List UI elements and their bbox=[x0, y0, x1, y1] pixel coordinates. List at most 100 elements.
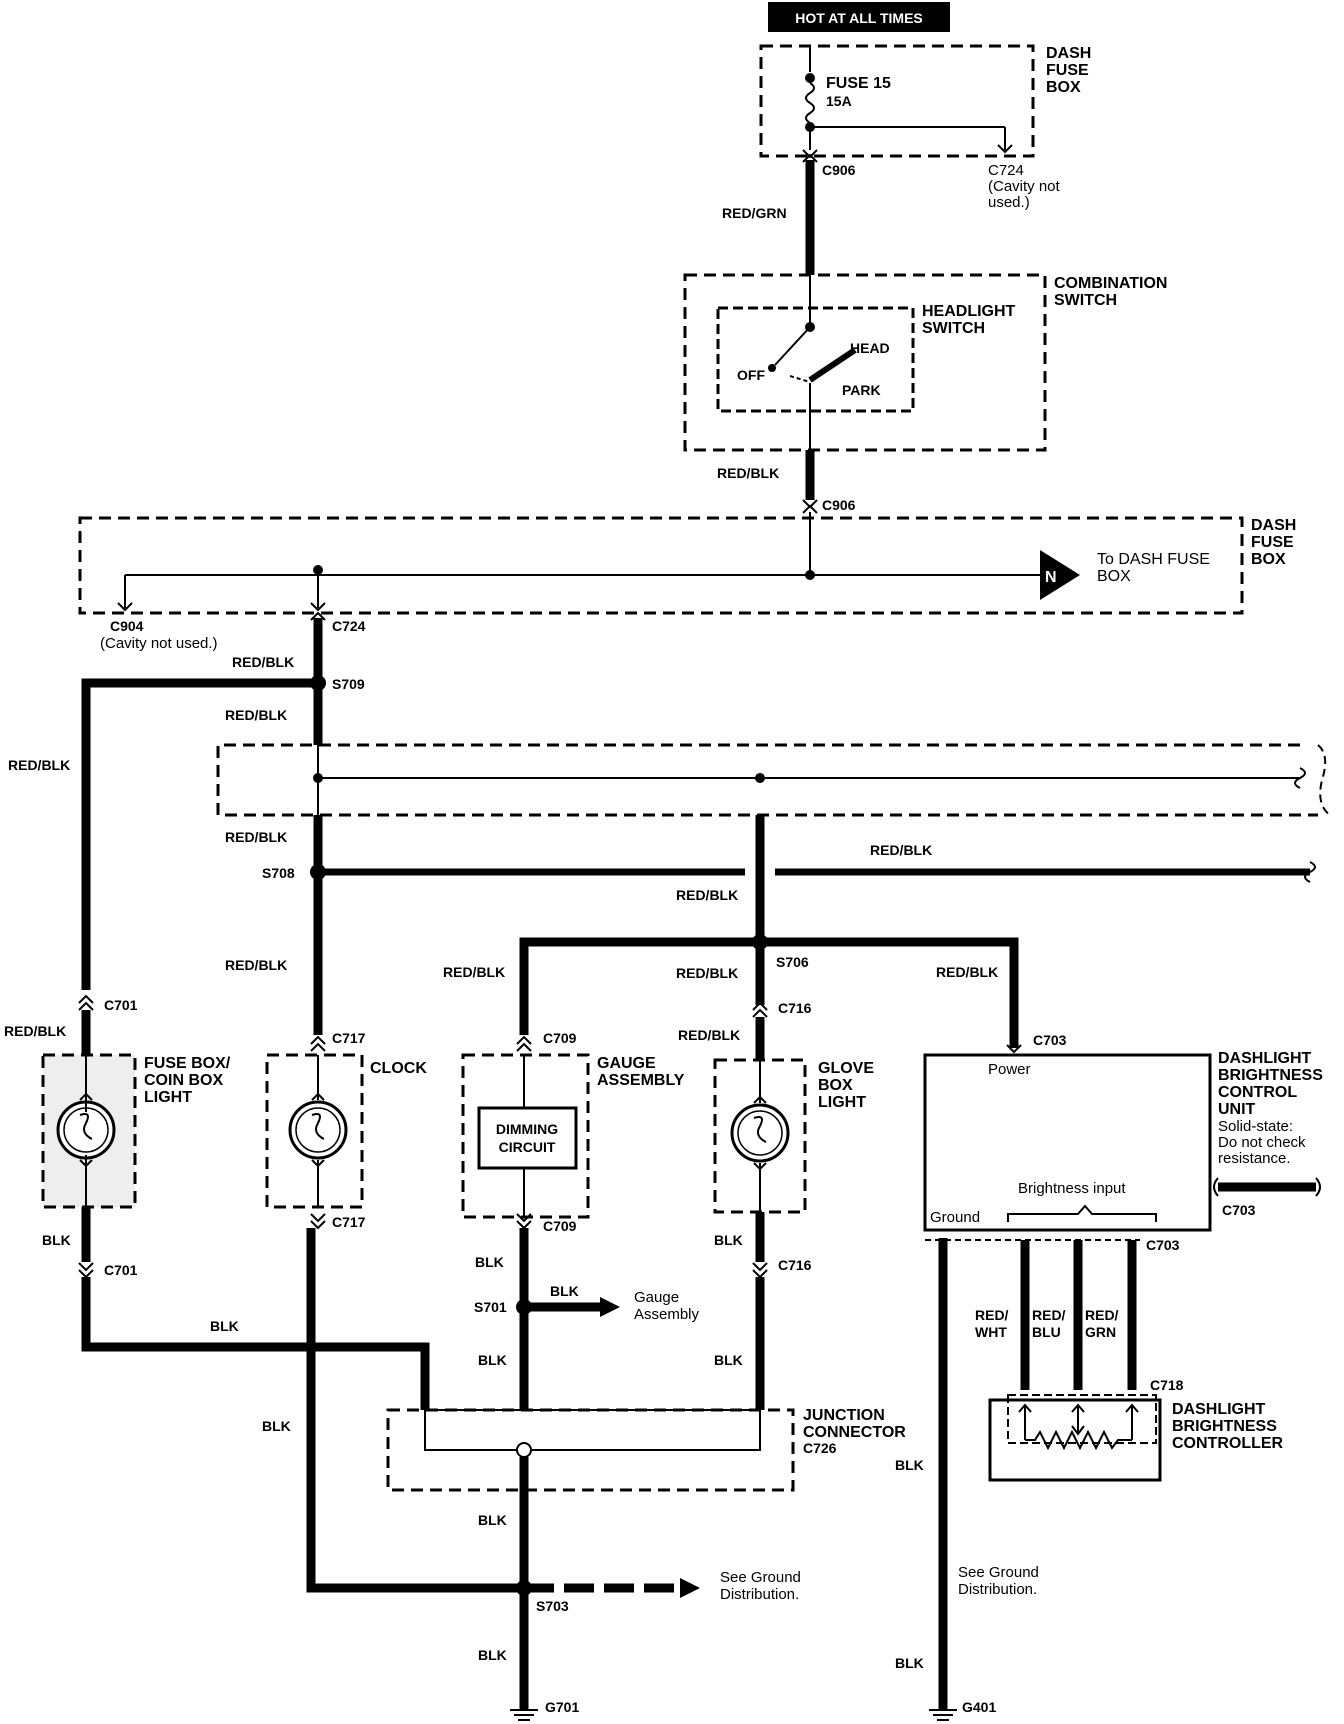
red-blk-label-3: RED/BLK bbox=[8, 757, 70, 773]
glove-box-light-label-1: GLOVE bbox=[818, 1060, 874, 1077]
c703-top-label: C703 bbox=[1033, 1032, 1067, 1048]
blk-label-5: BLK bbox=[550, 1283, 579, 1299]
c717-top-label: C717 bbox=[332, 1030, 366, 1046]
ground-g701-icon bbox=[510, 1709, 538, 1721]
dashlight-note-1: Solid-state: bbox=[1218, 1118, 1293, 1135]
red-blu-label-2: BLU bbox=[1032, 1324, 1061, 1340]
gauge-assembly-ref-1: Gauge bbox=[634, 1289, 679, 1306]
to-dash-fuse-box-2: BOX bbox=[1097, 568, 1131, 585]
dash-fuse-box-lower bbox=[216, 743, 1318, 817]
c701-top-label: C701 bbox=[104, 997, 138, 1013]
dashlight-controller-label-3: CONTROLLER bbox=[1172, 1435, 1284, 1452]
blk-label-11: BLK bbox=[895, 1457, 924, 1473]
dashlight-controller-label-1: DASHLIGHT bbox=[1172, 1401, 1266, 1418]
fuse-rating: 15A bbox=[826, 93, 852, 109]
see-ground-1-line-1: See Ground bbox=[720, 1569, 801, 1586]
to-dash-fuse-box-flag bbox=[1040, 550, 1080, 600]
dimming-circuit-label-1: DIMMING bbox=[496, 1121, 558, 1137]
glove-box-light-label-2: BOX bbox=[818, 1077, 853, 1094]
ground-label: Ground bbox=[930, 1209, 980, 1226]
c701-bot-label: C701 bbox=[104, 1262, 138, 1278]
junction-connector-box bbox=[386, 1408, 795, 1492]
red-blk-label-5: RED/BLK bbox=[225, 829, 287, 845]
potentiometer-icon bbox=[1018, 1403, 1139, 1451]
blk-label-7: BLK bbox=[714, 1232, 743, 1248]
s708-label: S708 bbox=[262, 865, 295, 881]
c709-bot-label: C709 bbox=[543, 1218, 577, 1234]
fuse-symbol bbox=[805, 82, 815, 124]
red-blk-label-11: RED/BLK bbox=[676, 965, 738, 981]
dashlight-unit-label-1: DASHLIGHT bbox=[1218, 1050, 1312, 1067]
blk-label-4: BLK bbox=[475, 1254, 504, 1270]
gauge-assembly-label-2: ASSEMBLY bbox=[597, 1072, 685, 1089]
flag-n: N bbox=[1045, 569, 1057, 586]
s703-label: S703 bbox=[536, 1598, 569, 1614]
junction-connector-label-1: JUNCTION bbox=[803, 1407, 885, 1424]
junction-bus bbox=[424, 1409, 761, 1451]
switch-park-label: PARK bbox=[842, 382, 881, 398]
switch-head-label: HEAD bbox=[850, 340, 890, 356]
dashlight-unit-label-4: UNIT bbox=[1218, 1101, 1256, 1118]
brightness-input-label: Brightness input bbox=[1018, 1180, 1126, 1197]
gauge-assembly-label-1: GAUGE bbox=[597, 1055, 656, 1072]
c724-mid-label: C724 bbox=[332, 618, 366, 634]
red-grn-label: RED/GRN bbox=[722, 205, 787, 221]
dash-fuse-box-mid-label-3: BOX bbox=[1251, 551, 1286, 568]
blk-label-8: BLK bbox=[714, 1352, 743, 1368]
switch-contact bbox=[808, 347, 857, 383]
red-wht-label-2: WHT bbox=[975, 1324, 1007, 1340]
brightness-input-brace bbox=[1007, 1204, 1157, 1222]
see-ground-2-line-1: See Ground bbox=[958, 1564, 1039, 1581]
c904-label: C904 bbox=[110, 618, 144, 634]
dimming-circuit bbox=[477, 1106, 578, 1170]
s706-label: S706 bbox=[776, 954, 809, 970]
c717-bot-label: C717 bbox=[332, 1214, 366, 1230]
fuse-name: FUSE 15 bbox=[826, 75, 891, 92]
see-ground-2-line-2: Distribution. bbox=[958, 1581, 1037, 1598]
dash-fuse-box-top-label-2: FUSE bbox=[1046, 62, 1089, 79]
ground-g401-icon bbox=[929, 1709, 957, 1721]
junction-connector-label-2: CONNECTOR bbox=[803, 1424, 906, 1441]
red-grn-split-label-2: GRN bbox=[1085, 1324, 1116, 1340]
dash-fuse-box-mid-label-1: DASH bbox=[1251, 517, 1296, 534]
dashlight-unit-label-2: BRIGHTNESS bbox=[1218, 1067, 1323, 1084]
c709-top-label: C709 bbox=[543, 1030, 577, 1046]
g401-label: G401 bbox=[962, 1699, 996, 1715]
dash-fuse-box-top-label-3: BOX bbox=[1046, 79, 1081, 96]
blk-label-9: BLK bbox=[478, 1512, 507, 1528]
red-blk-label-4: RED/BLK bbox=[225, 707, 287, 723]
c724-top-note-1: (Cavity not bbox=[988, 178, 1061, 195]
glove-box-bulb-icon bbox=[730, 1095, 790, 1171]
gauge-assembly-ref-2: Assembly bbox=[634, 1306, 700, 1323]
c718-label: C718 bbox=[1150, 1377, 1184, 1393]
red-blk-label-1: RED/BLK bbox=[717, 465, 779, 481]
dashlight-control-unit bbox=[923, 1053, 1212, 1232]
hot-label-box bbox=[768, 2, 950, 32]
fuse-box-light-label-3: LIGHT bbox=[144, 1089, 192, 1106]
dash-fuse-box-top bbox=[759, 44, 1035, 158]
c726-label: C726 bbox=[803, 1440, 837, 1456]
red-blk-label-2: RED/BLK bbox=[232, 654, 294, 670]
c724-top-note-2: used.) bbox=[988, 194, 1030, 211]
blk-label-2: BLK bbox=[210, 1318, 239, 1334]
clock-icon bbox=[288, 1092, 348, 1168]
c724-top-label: C724 bbox=[988, 162, 1024, 179]
s709-label: S709 bbox=[332, 676, 365, 692]
to-dash-fuse-box-1: To DASH FUSE bbox=[1097, 551, 1210, 568]
red-wht-label-1: RED/ bbox=[975, 1307, 1009, 1323]
dash-fuse-box-mid-label-2: FUSE bbox=[1251, 534, 1294, 551]
blk-label-6: BLK bbox=[478, 1352, 507, 1368]
headlight-switch-label-1: HEADLIGHT bbox=[922, 303, 1016, 320]
dashlight-controller-label-2: BRIGHTNESS bbox=[1172, 1418, 1277, 1435]
dashlight-unit-label-3: CONTROL bbox=[1218, 1084, 1297, 1101]
red-blk-label-7: RED/BLK bbox=[225, 957, 287, 973]
combination-switch-label-1: COMBINATION bbox=[1054, 275, 1167, 292]
red-grn-split-label-1: RED/ bbox=[1085, 1307, 1119, 1323]
hot-label: HOT AT ALL TIMES bbox=[795, 10, 923, 26]
red-blk-label-13: RED/BLK bbox=[678, 1027, 740, 1043]
headlight-switch-label-2: SWITCH bbox=[922, 320, 985, 337]
fuse-box-light-label-2: COIN BOX bbox=[144, 1072, 223, 1089]
c716-top-label: C716 bbox=[778, 1000, 812, 1016]
c904-note: (Cavity not used.) bbox=[100, 635, 218, 652]
